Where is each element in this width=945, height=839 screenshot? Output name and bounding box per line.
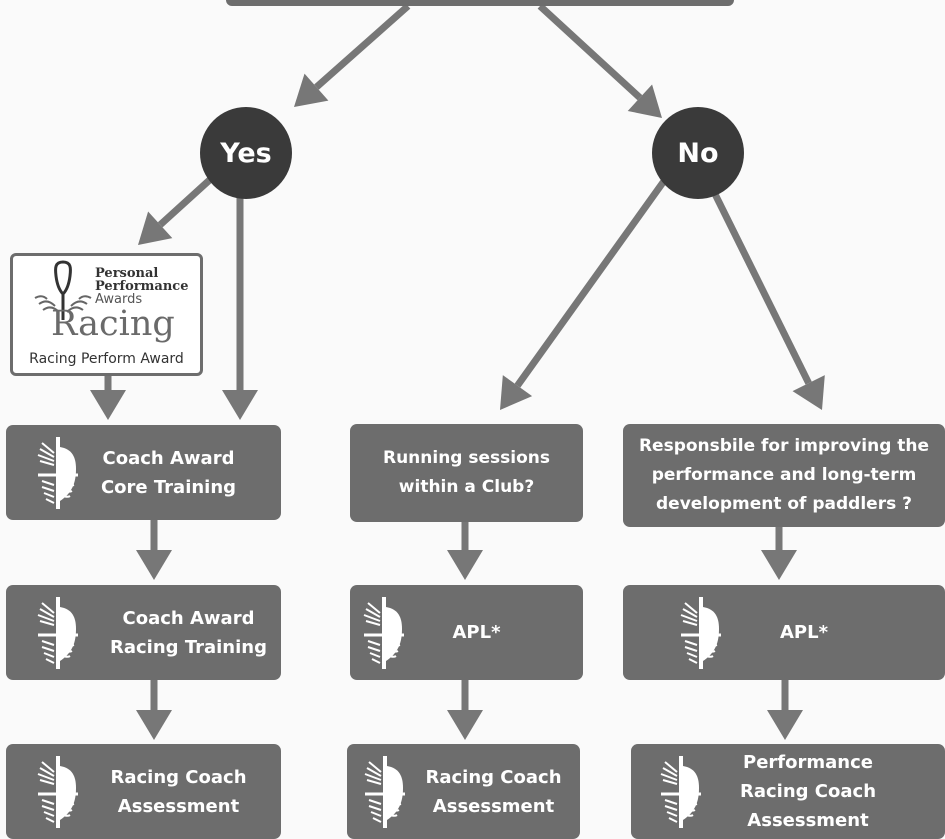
- award-subtitle: Racing Perform Award: [29, 351, 184, 367]
- racing-perform-award-card: Personal Performance Awards Racing Racin…: [10, 253, 203, 376]
- box-label: Running sessions within a Club?: [382, 448, 551, 497]
- paddle-laurel-icon: [34, 260, 92, 320]
- connector-line: [157, 173, 217, 228]
- connector-line: [514, 178, 667, 388]
- paddle-cross-logo-icon: [363, 753, 407, 830]
- connector-line: [710, 190, 812, 385]
- responsible-for-improving-question-box: Responsbile for improving the performanc…: [623, 424, 945, 527]
- arrowhead: [138, 211, 173, 245]
- box-label: Coach Award Core Training: [100, 447, 237, 498]
- paddle-cross-logo-icon: [36, 434, 80, 511]
- racing-coach-assessment-left-box: Racing Coach Assessment: [6, 744, 281, 839]
- yes-node: Yes: [200, 107, 292, 199]
- racing-coach-assessment-middle-box: Racing Coach Assessment: [347, 744, 580, 839]
- coach-award-core-training-box: Coach Award Core Training: [6, 425, 281, 520]
- paddle-cross-logo-icon: [36, 753, 80, 830]
- paddle-cross-logo-icon: [36, 594, 80, 671]
- arrowhead: [627, 84, 662, 118]
- box-label: Racing Coach Assessment: [425, 766, 562, 817]
- arrowhead: [294, 73, 329, 107]
- box-label: Racing Coach Assessment: [110, 766, 247, 817]
- award-brand-line3: Awards: [95, 292, 143, 307]
- connector-line: [537, 3, 643, 101]
- arrowhead: [90, 390, 126, 420]
- performance-racing-coach-assessment-box: Performance Racing Coach Assessment: [631, 744, 945, 839]
- award-brand-line1: Personal: [95, 266, 159, 281]
- arrowhead: [222, 390, 258, 420]
- coach-award-racing-training-box: Coach Award Racing Training: [6, 585, 281, 680]
- box-label: Coach Award Racing Training: [110, 607, 267, 658]
- paddle-cross-logo-icon: [679, 594, 723, 671]
- arrowhead: [447, 710, 483, 740]
- arrowhead: [761, 550, 797, 580]
- apl-right-box: APL*: [623, 585, 945, 680]
- no-node: No: [652, 107, 744, 199]
- arrowhead: [500, 375, 533, 410]
- arrowhead: [136, 710, 172, 740]
- arrowhead: [447, 550, 483, 580]
- running-sessions-question-box: Running sessions within a Club?: [350, 424, 583, 522]
- paddle-cross-logo-icon: [659, 753, 703, 830]
- box-label: APL*: [452, 622, 501, 643]
- arrowhead: [136, 550, 172, 580]
- arrowhead: [792, 375, 825, 410]
- box-label: Responsbile for improving the performanc…: [638, 436, 930, 514]
- box-label: APL*: [779, 622, 828, 643]
- box-label: Performance Racing Coach Assessment: [739, 752, 877, 831]
- arrowhead: [767, 710, 803, 740]
- top-question-box: [226, 0, 734, 6]
- paddle-cross-logo-icon: [362, 594, 406, 671]
- connector-line: [314, 3, 411, 90]
- apl-middle-box: APL*: [350, 585, 583, 680]
- award-title: Racing: [51, 304, 175, 344]
- award-brand-line2: Performance: [95, 279, 189, 294]
